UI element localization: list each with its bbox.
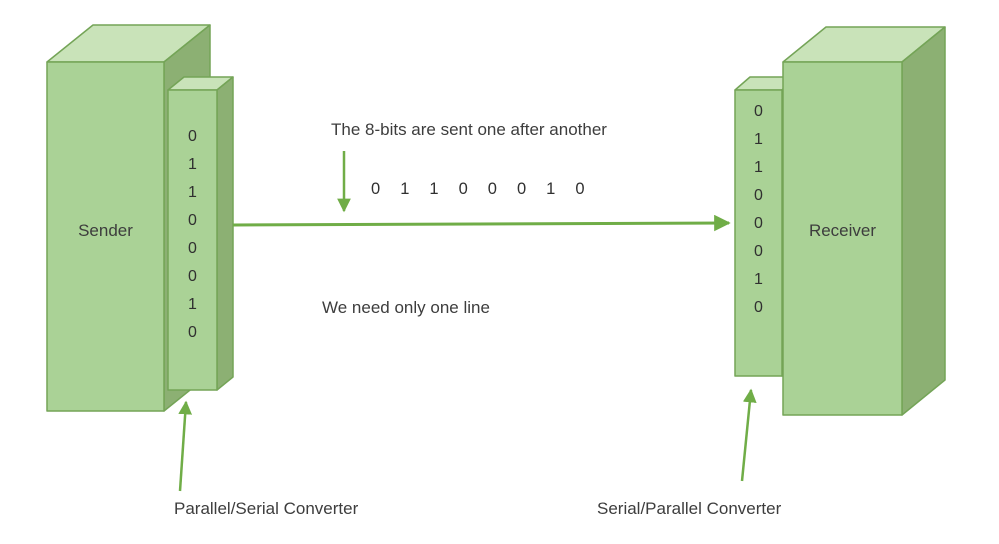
bit: 0 xyxy=(754,103,763,120)
bit: 0 xyxy=(188,128,197,145)
parallel-serial-converter-front-face xyxy=(167,89,218,391)
bit: 0 xyxy=(516,180,527,198)
serial-parallel-converter-arrow xyxy=(740,388,757,482)
serial-parallel-converter-label: Serial/Parallel Converter xyxy=(597,499,782,518)
parallel-serial-converter-side-face xyxy=(216,76,234,391)
parallel-serial-converter-arrow xyxy=(178,400,193,492)
bit: 1 xyxy=(429,180,439,198)
bit: 1 xyxy=(188,296,197,313)
serial-bits-stream: 0 1 1 0 0 0 1 0 xyxy=(371,180,585,199)
bit: 1 xyxy=(754,131,763,148)
receiver-label: Receiver xyxy=(808,221,877,240)
receiver-box-front-face xyxy=(782,61,903,416)
bit: 0 xyxy=(188,268,197,285)
receiver-parallel-bits: 0 1 1 0 0 0 1 0 xyxy=(735,98,782,322)
bit: 0 xyxy=(754,187,763,204)
receiver-box-side-face xyxy=(901,26,946,416)
bit: 0 xyxy=(458,180,468,198)
bit: 0 xyxy=(188,240,197,257)
bit: 0 xyxy=(371,180,381,198)
parallel-serial-converter-box xyxy=(167,76,234,391)
sender-label: Sender xyxy=(78,221,133,240)
bit: 0 xyxy=(188,324,197,341)
bit: 1 xyxy=(754,271,763,288)
bit: 0 xyxy=(754,215,763,232)
bit: 0 xyxy=(487,180,497,198)
serial-line-arrow xyxy=(232,214,731,232)
sender-box-front-face xyxy=(46,61,165,412)
bit: 1 xyxy=(754,159,763,176)
sender-parallel-bits: 0 1 1 0 0 0 1 0 xyxy=(168,123,217,347)
bit: 0 xyxy=(754,299,763,316)
bit: 1 xyxy=(188,184,197,201)
bit: 0 xyxy=(754,243,763,260)
serial-parallel-converter-front-face xyxy=(734,89,783,377)
receiver-box xyxy=(782,26,946,416)
note-one-line: We need only one line xyxy=(322,298,490,317)
bit: 1 xyxy=(400,180,410,198)
bit: 1 xyxy=(546,180,556,198)
note-bits-sent: The 8-bits are sent one after another xyxy=(331,120,607,139)
bit: 0 xyxy=(575,180,585,198)
bit: 0 xyxy=(188,212,197,229)
bit: 1 xyxy=(188,156,197,173)
parallel-serial-converter-label: Parallel/Serial Converter xyxy=(174,499,359,518)
